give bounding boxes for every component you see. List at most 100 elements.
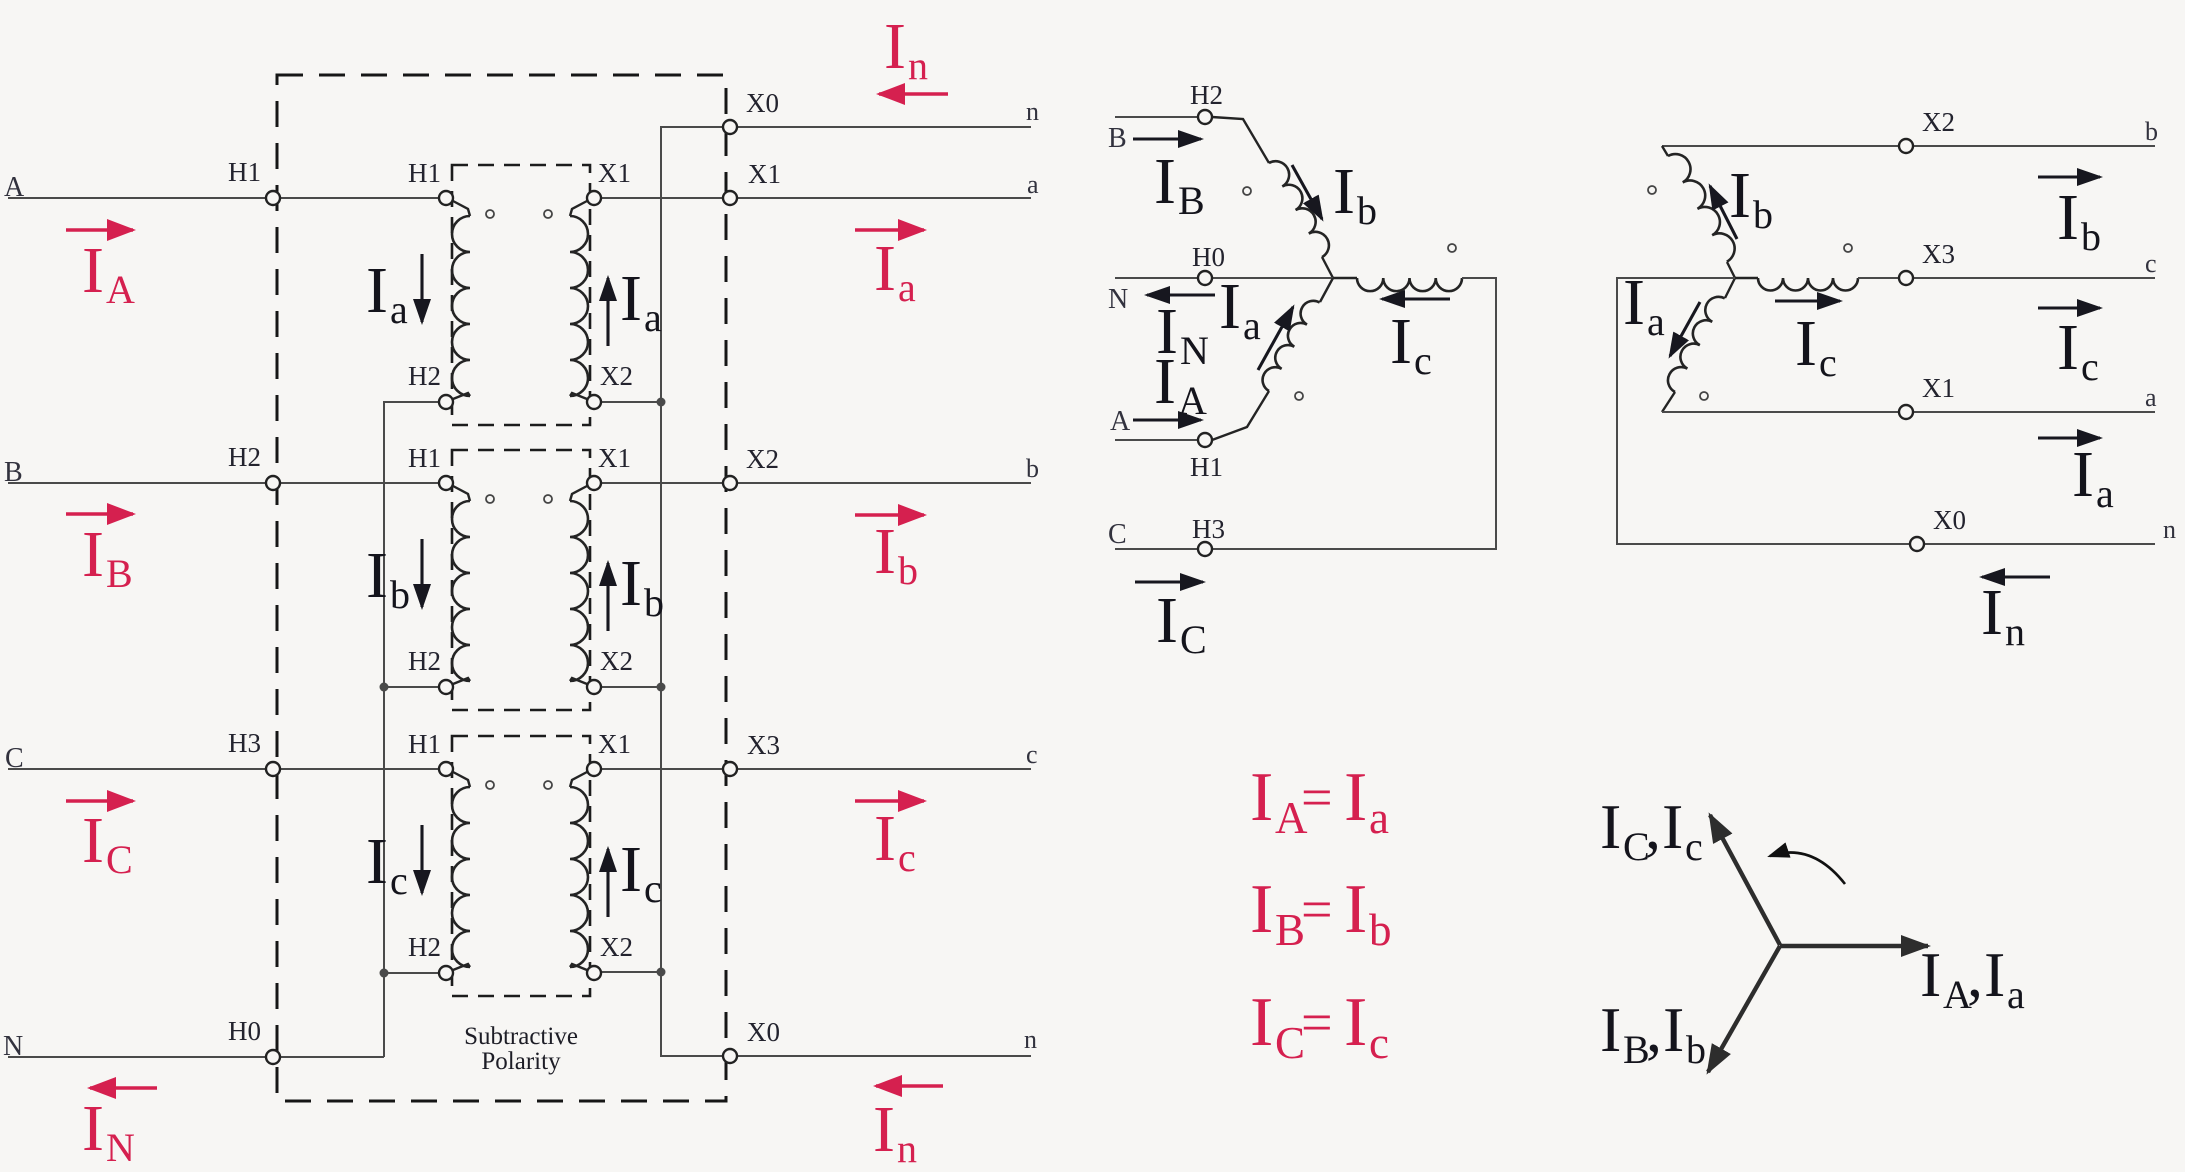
terminal-H2-inner [437, 964, 455, 982]
line-end-letter-n: n [1024, 1025, 1037, 1054]
terminal-H1-inner [437, 189, 455, 207]
winding-current-arrow-Ia [1668, 301, 1702, 359]
winding-lead [452, 676, 471, 686]
equation-1: IA=Ia [1250, 759, 1389, 843]
line-current-label-In: In [1981, 576, 2025, 654]
terminal-label: H1 [408, 443, 441, 473]
terminal-label: H0 [228, 1016, 261, 1046]
equation-2: IB=Ib [1250, 871, 1392, 955]
line-end-letter-a: a [1027, 170, 1039, 199]
secondary-wye-diagram: X2 X3 X1 X0 b c a n Ib Ia Ic Ib Ic Ia In [1616, 107, 2176, 654]
polarity-dot [1843, 243, 1853, 253]
wye-coil-c [1756, 277, 1860, 292]
line-current-label-IC: IC [1156, 584, 1207, 662]
terminal-H2-inner [437, 678, 455, 696]
secondary-winding-coil [569, 214, 590, 398]
current-label-IB: IB [82, 518, 133, 596]
terminal-label: H2 [1190, 80, 1223, 110]
primary-wye-diagram: H2 H0 H1 H3 B N A C IB IN IA IC Ib Ia Ic [1108, 80, 1497, 662]
primary-terminals: H1 H2 H3 H0 [228, 157, 282, 1066]
terminal-X2-inner [585, 393, 603, 411]
winding-current-label-Ic: Ic [1795, 307, 1837, 385]
phasor-label-IBIb: IB,Ib [1600, 994, 1706, 1072]
current-equations: IA=Ia IB=Ib IC=Ic [1250, 759, 1392, 1068]
transformer-unit-b: H1 X1 H2 X2 Ib Ib [366, 443, 664, 712]
terminal-label: H2 [408, 932, 441, 962]
terminal-label: X2 [600, 932, 633, 962]
rotation-direction-arrow [1767, 842, 1847, 885]
terminal-X3 [721, 760, 739, 778]
terminal-H0 [264, 1048, 282, 1066]
winding-lead [1211, 115, 1271, 164]
winding-current-label-left: Ib [366, 539, 410, 617]
line-current-label-Ic: Ic [2057, 311, 2099, 389]
terminal-label: H2 [228, 442, 261, 472]
transformer-dashed-box [450, 163, 592, 427]
transformer-unit-c: H1 X1 H2 X2 Ic Ic [366, 729, 662, 998]
terminal-label: H1 [1190, 452, 1223, 482]
terminal-H3 [1196, 540, 1214, 558]
terminal-X1 [721, 189, 739, 207]
terminal-label: X1 [1922, 373, 1955, 403]
terminal-H3 [264, 760, 282, 778]
terminal-label: H0 [1192, 242, 1225, 272]
winding-current-arrow-Ib [1708, 183, 1739, 240]
primary-lines [8, 197, 439, 1058]
winding-lead [1318, 277, 1335, 303]
terminal-X2 [721, 474, 739, 492]
line-end-letter-c: c [1026, 740, 1038, 769]
wye-coil-a [1261, 299, 1321, 393]
equation-3: IC=Ic [1250, 984, 1389, 1068]
polarity-dot [485, 780, 495, 790]
line-end-letter-b: b [1026, 454, 1039, 483]
polarity-dot [1447, 243, 1457, 253]
phase-letter-B: B [4, 457, 23, 488]
terminal-X0-bottom [721, 1047, 739, 1065]
terminal-X0 [1908, 535, 1926, 553]
phasor-arrow-IB [1706, 944, 1782, 1075]
winding-current-label-Ib: Ib [1333, 155, 1377, 233]
line-current-label-Ia: Ia [2072, 438, 2114, 516]
line-current-label-Ib: Ib [2057, 181, 2101, 259]
winding-lead [1211, 390, 1271, 442]
winding-lead [569, 391, 588, 401]
transformer-dashed-box [450, 734, 592, 998]
winding-lead [452, 199, 472, 217]
terminal-label: H2 [408, 646, 441, 676]
primary-neutral-bus [383, 401, 439, 1057]
winding-lead [569, 676, 588, 686]
winding-current-label-left: Ia [366, 254, 408, 332]
winding-current-label-Ic: Ic [1390, 305, 1432, 383]
terminal-label: H3 [1192, 514, 1225, 544]
phase-letter-N: N [3, 1031, 23, 1062]
line-current-label-IB: IB [1154, 145, 1205, 223]
winding-lead [452, 770, 472, 788]
left-bank-diagram: H1 H2 H3 H0 X0 X1 X2 X3 X0 A B C N n a b… [3, 10, 1039, 1171]
winding-current-label-right: Ic [620, 833, 662, 911]
phasor-diagram: IC,Ic IA,Ia IB,Ib [1600, 791, 2025, 1075]
terminal-H2-inner [437, 393, 455, 411]
current-label-In-bottom: In [873, 1093, 917, 1171]
transformer-unit-a: H1 X1 H2 X2 Ia Ia [366, 158, 662, 427]
terminal-label: X1 [598, 729, 631, 759]
winding-current-label-left: Ic [366, 825, 408, 903]
phasor-arrow-IC [1708, 812, 1782, 947]
polarity-dot [1242, 186, 1252, 196]
secondary-terminals: X0 X1 X2 X3 X0 [721, 88, 781, 1065]
secondary-lines [601, 126, 1031, 1057]
line-end-letter-c: c [2145, 249, 2157, 278]
winding-lead [452, 391, 471, 401]
winding-current-label-Ia: Ia [1219, 270, 1261, 348]
line-end-letter-a: a [2145, 383, 2157, 412]
neutral-wire-n [1616, 277, 2155, 545]
junction-dot [656, 967, 666, 977]
primary-winding-coil [450, 785, 471, 969]
winding-current-label-Ib: Ib [1729, 159, 1773, 237]
current-label-IA: IA [82, 234, 135, 312]
polarity-caption-line1: Subtractive [464, 1023, 578, 1050]
terminal-label: H1 [408, 729, 441, 759]
terminal-label: H1 [408, 158, 441, 188]
terminal-label: X0 [1933, 505, 1966, 535]
terminal-H1-inner [437, 760, 455, 778]
